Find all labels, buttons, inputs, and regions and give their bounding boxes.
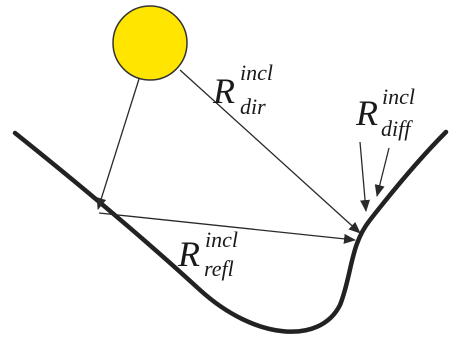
- direct-beam-arrow: [96, 78, 140, 210]
- ground-surface: [12, 129, 449, 334]
- reflected-label: R incl refl: [177, 227, 242, 281]
- direct-label-sub: dir: [240, 94, 266, 119]
- direct-label-main: R: [212, 71, 235, 111]
- diffuse-label-sup: incl: [382, 84, 415, 109]
- reflected-label-main: R: [177, 234, 200, 274]
- diffuse-label: R incl diff: [355, 84, 419, 141]
- direct-irradiance-arrow: [179, 69, 361, 234]
- reflected-label-sub: refl: [204, 256, 234, 281]
- reflected-label-sup: incl: [205, 227, 238, 252]
- diffuse-label-sub: diff: [381, 116, 413, 141]
- direct-label-sup: incl: [240, 60, 273, 85]
- reflected-irradiance-arrow: [98, 212, 356, 244]
- diffuse-label-main: R: [355, 93, 378, 133]
- diffuse-irradiance-arrow-1: [359, 141, 371, 212]
- direct-label: R incl dir: [212, 60, 277, 119]
- diffuse-irradiance-arrow-2: [374, 147, 390, 197]
- sun-icon: [112, 5, 188, 81]
